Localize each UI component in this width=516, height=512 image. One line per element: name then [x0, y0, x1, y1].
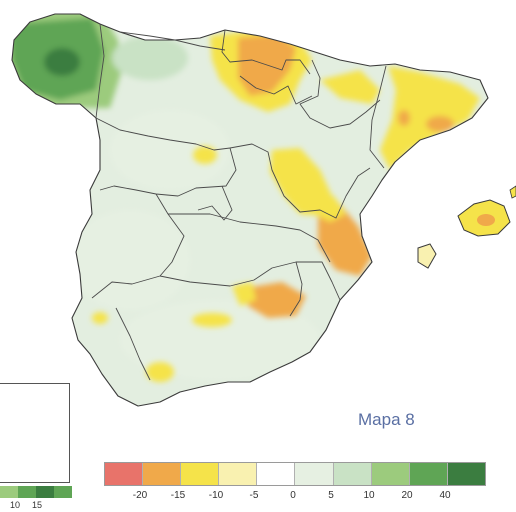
huelva-dry-spot	[92, 312, 108, 324]
leon-light-wet-zone	[110, 110, 230, 190]
cadiz-dry-spot	[146, 362, 174, 382]
legend-swatch	[295, 463, 334, 485]
legend-swatch	[181, 463, 220, 485]
legend-tick-label: 40	[439, 490, 451, 501]
anomaly-patches	[12, 14, 480, 382]
inset-legend-tick-label: 10	[10, 500, 21, 510]
region-borders	[91, 23, 387, 381]
extremadura-light-wet-zone	[70, 210, 190, 310]
legend-swatch	[371, 463, 410, 485]
inset-legend-tick-label: 15	[32, 500, 43, 510]
valencia-dry-zone	[318, 204, 372, 276]
inset-legend-swatch	[54, 486, 72, 498]
catalonia-orange-dry-zone-2	[398, 110, 410, 126]
galicia-peak-wet-zone	[44, 48, 80, 76]
mallorca-dry-core	[477, 214, 495, 226]
legend-tick-label: 5	[328, 490, 334, 501]
legend-tick-label: 20	[401, 490, 413, 501]
aragon-north-dry-zone	[320, 70, 380, 104]
menorca	[509, 185, 516, 199]
legend-swatch	[105, 463, 144, 485]
legend-bar	[104, 462, 486, 486]
granada-dry-zone	[244, 282, 306, 318]
catalonia-orange-dry-zone-1	[426, 116, 454, 132]
inset-legend-swatch	[18, 486, 36, 498]
granada-light-dry-zone	[232, 282, 256, 306]
legend-swatch	[409, 463, 448, 485]
asturias-wet-zone	[112, 36, 188, 80]
legend-swatch	[257, 463, 296, 485]
legend-swatch	[143, 463, 182, 485]
legend-tick-label: -10	[208, 490, 224, 501]
balearic-islands	[417, 185, 516, 269]
andalucia-light-wet-zone	[120, 300, 320, 380]
legend-tick-label: -5	[249, 490, 259, 501]
central-dry-spot	[193, 146, 217, 164]
inset-legend-swatch	[36, 486, 54, 498]
legend-tick-label: -20	[132, 490, 148, 501]
legend-tick-label: 0	[290, 490, 296, 501]
map-title: Mapa 8	[358, 410, 415, 429]
legend-tick-label: -15	[170, 490, 186, 501]
ibiza	[417, 243, 437, 269]
inset-legend-bar	[0, 486, 72, 498]
inset-legend-swatch	[0, 486, 18, 498]
cordoba-dry-spot	[192, 313, 232, 327]
catalonia-dry-zone	[380, 66, 480, 170]
legend-swatch	[219, 463, 258, 485]
legend-tick-label: 10	[363, 490, 375, 501]
canary-inset-frame	[0, 383, 70, 483]
legend-swatch	[447, 463, 485, 485]
legend-swatch	[333, 463, 372, 485]
